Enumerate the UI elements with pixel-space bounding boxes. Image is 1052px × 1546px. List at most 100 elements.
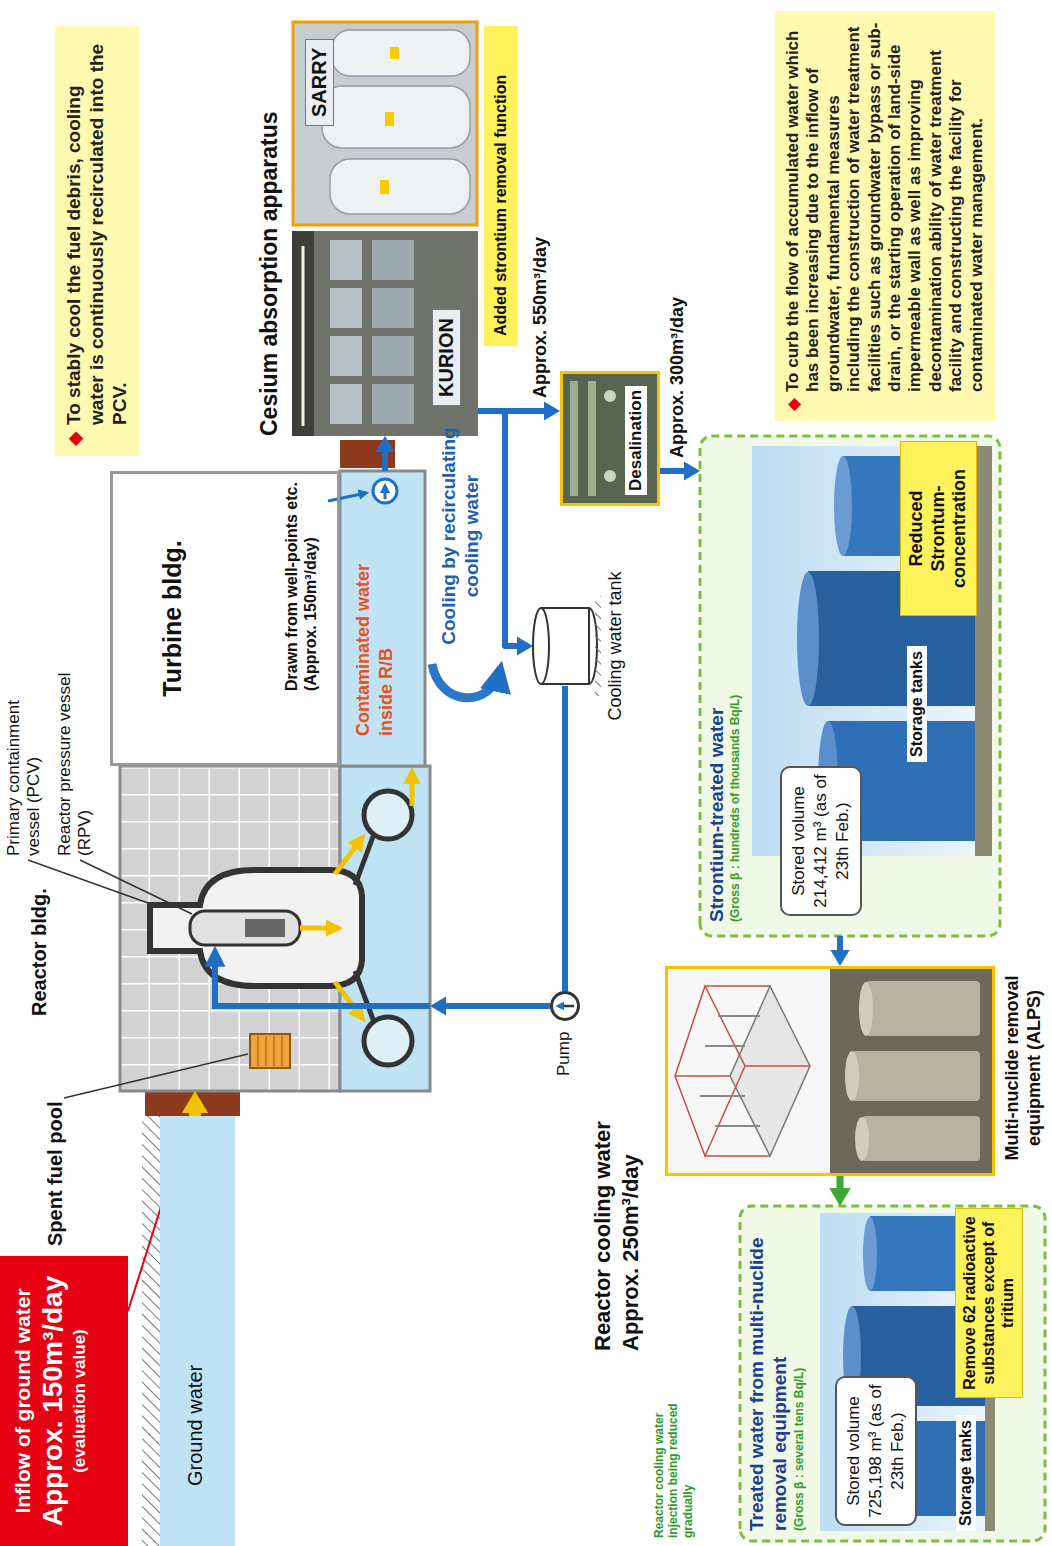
photo-tag: KURION xyxy=(432,309,461,406)
arrow-head xyxy=(517,636,533,655)
annotation-label: Cooling by recirculating cooling water xyxy=(438,416,484,656)
contaminated-water: Contaminated water inside R/B xyxy=(340,471,425,766)
pump-arrow xyxy=(558,1005,574,1008)
arrow-head xyxy=(544,401,560,420)
alps-drawing xyxy=(700,1016,760,1126)
arrow-head xyxy=(182,1091,208,1113)
alps-photo xyxy=(845,1051,859,1101)
note-box: Added strontium removal function xyxy=(484,26,518,346)
flow-arrow xyxy=(182,1091,208,1116)
pump-arrow xyxy=(384,486,387,499)
node-text: (Gross β : hundreds of thousands Bq/L) xyxy=(728,450,742,922)
node-text: ◆ xyxy=(63,431,86,446)
flow-line xyxy=(660,468,687,474)
spent-fuel-pool xyxy=(250,1034,290,1068)
fuel-debris xyxy=(245,919,285,937)
leak-arrow xyxy=(335,838,362,874)
desalination-photo xyxy=(604,470,616,482)
note-box: Remove 62 radioactive substances except … xyxy=(955,1208,1023,1398)
storage-area xyxy=(740,1206,1045,1541)
node-text: Stored volume 214,412 m³ (as of 23th Feb… xyxy=(788,774,854,908)
flow-arrow xyxy=(375,436,394,471)
injection-line xyxy=(215,952,430,1006)
tank-photo xyxy=(975,446,992,856)
ground-water: Ground water xyxy=(160,1116,235,1546)
flow-arrow xyxy=(830,936,849,966)
desalination-unit: Desalination xyxy=(560,371,660,506)
node-text: Cesium absorption apparatus xyxy=(256,21,283,436)
sarry-photo xyxy=(322,86,470,148)
kurion-photo xyxy=(330,288,362,328)
suppression-chamber xyxy=(364,791,412,839)
flow-arrow xyxy=(430,996,550,1015)
note-box: ◆ To curb the flow of accumulated water w… xyxy=(775,11,995,421)
alps-drawing xyxy=(665,966,830,1176)
leak-arrow xyxy=(410,772,415,806)
kurion-photo xyxy=(292,231,478,436)
node-text: SARRY xyxy=(308,48,331,117)
flow-line xyxy=(562,686,568,991)
tank-photo xyxy=(863,1217,877,1291)
annotation-label: Spent fuel pool xyxy=(44,1102,67,1246)
foundation-wall xyxy=(145,1091,240,1116)
node-text: Contaminated water inside R/B xyxy=(352,536,397,736)
kurion-photo xyxy=(330,336,362,376)
annotation-label: Reactor cooling water xyxy=(590,1121,616,1351)
node-text: Pump xyxy=(554,1024,574,1076)
node-text: Storage tanks xyxy=(956,1415,976,1531)
photo-tag: SARRY xyxy=(305,39,334,126)
desalination-photo xyxy=(560,371,660,506)
kurion-photo xyxy=(330,240,362,280)
leak-arrow xyxy=(300,926,338,931)
flow-arrow xyxy=(660,461,700,480)
sarry-photo xyxy=(390,47,399,59)
alps-photo xyxy=(862,1116,980,1161)
photo-frame xyxy=(293,22,477,225)
water-tank: Cooling water tank xyxy=(533,606,595,686)
sarry-photo xyxy=(332,30,470,76)
node-text: (Gross β : several tens Bq/L) xyxy=(792,1216,806,1531)
volume-box: Stored volume 725,198 m³ (as of 23th Feb… xyxy=(835,1376,917,1526)
kurion-photo xyxy=(292,231,314,436)
kurion-photo xyxy=(372,288,414,328)
sarry-photo xyxy=(330,159,470,214)
leader-line xyxy=(80,860,192,914)
node-text: Reactor bldg. xyxy=(28,856,51,1016)
ground-surface xyxy=(142,1116,160,1546)
node-text: Storage tanks xyxy=(907,646,927,762)
volume-box: Stored volume 214,412 m³ (as of 23th Feb… xyxy=(780,766,862,916)
pump-symbol: Pump xyxy=(550,991,580,1021)
reactor-building: Reactor bldg. xyxy=(120,766,430,1091)
arrow-head xyxy=(430,996,446,1015)
alps-drawing xyxy=(675,986,810,1156)
alps-photo xyxy=(852,1051,980,1101)
node-text: Inflow of ground water xyxy=(10,1266,35,1536)
kurion-photo xyxy=(330,384,362,424)
alps-photo xyxy=(859,982,873,1036)
node-text: ◆ xyxy=(783,398,804,411)
storage-area xyxy=(700,436,1000,936)
note-box: ◆ To stably cool the fuel debris, cooling… xyxy=(55,26,139,456)
sarry-photo xyxy=(385,112,394,126)
annotation-label: Primary containment vessel (PCV) xyxy=(4,656,45,856)
node-text: Remove 62 radioactive substances except … xyxy=(960,1213,1018,1393)
annotation-label: Approx. 250m³/day xyxy=(618,1154,644,1351)
flow-arrow xyxy=(565,686,566,991)
inflow-arrow xyxy=(328,493,366,501)
flow-label: Approx. 300m³/day xyxy=(667,294,688,461)
node-text: Turbine bldg. xyxy=(158,474,187,763)
basement-water xyxy=(340,471,425,766)
flow-line xyxy=(478,411,520,646)
node-text: Multi-nuclide removal equipment (ALPS) xyxy=(1002,960,1045,1176)
node-text: To curb the flow of accumulated water wh… xyxy=(783,21,987,392)
node-text: To stably cool the fuel debris, cooling … xyxy=(63,36,131,425)
alps-unit: Multi-nuclide removal equipment (ALPS) xyxy=(665,966,995,1176)
flow-label: Approx. 550m³/day xyxy=(530,234,551,401)
alps-photo xyxy=(830,966,995,1176)
node-text: Added strontium removal function xyxy=(492,36,510,336)
storage-group: Strontium-treated water(Gross β : hundre… xyxy=(700,436,1000,936)
alps-photo xyxy=(855,1117,869,1161)
annotation-label: Reactor cooling water injection being re… xyxy=(652,1373,695,1538)
desalination-photo xyxy=(588,381,596,496)
